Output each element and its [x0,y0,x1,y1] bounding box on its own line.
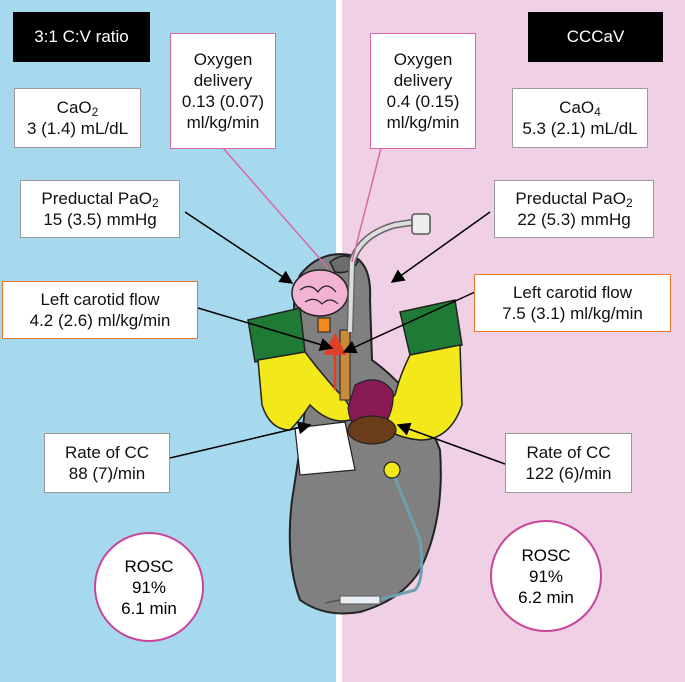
rate-cc-right: Rate of CC 122 (6)/min [505,433,632,493]
oxygen-delivery-right: Oxygen delivery 0.4 (0.15) ml/kg/min [370,33,476,149]
arrow-preductal-right [390,211,491,283]
trachea [339,329,351,401]
preductal-pao2-left: Preductal PaO2 15 (3.5) mmHg [20,180,180,238]
preductal-pao2-right: Preductal PaO2 22 (5.3) mmHg [494,180,654,238]
umbilical-port [383,461,401,479]
oxygen-delivery-value: 0.13 (0.07) [181,92,265,111]
rate-cc-label: Rate of CC [64,443,150,462]
rate-cc-label: Rate of CC [526,443,611,462]
oxygen-delivery-line: Oxygen [193,50,253,69]
preductal-label: Preductal PaO2 [515,189,633,210]
preductal-value: 15 (3.5) mmHg [43,210,157,229]
carotid-flow-left: Left carotid flow 4.2 (2.6) ml/kg/min [2,281,198,339]
carotid-label: Left carotid flow [40,290,160,309]
rosc-label: ROSC [124,556,174,576]
arrow-carotid-left [197,307,334,352]
cao-right: CaO4 5.3 (2.1) mL/dL [512,88,648,148]
arrow-carotid-right [342,291,476,354]
oxygen-delivery-value: 0.4 (0.15) [386,92,460,111]
oxygen-delivery-line: delivery [393,71,453,90]
rosc-percent: 91% [131,577,167,597]
carotid-flow-right: Left carotid flow 7.5 (3.1) ml/kg/min [474,274,671,332]
cao2-label: CaO2 [56,98,99,119]
oxygen-leader-right [351,139,384,263]
oxygen-delivery-line: Oxygen [393,50,453,69]
left-condition-tag: 3:1 C:V ratio [13,12,150,62]
cao2-left: CaO2 3 (1.4) mL/dL [14,88,141,148]
arrow-rate-left [169,421,312,459]
tube-connector [411,213,431,235]
rosc-time: 6.2 min [518,587,574,607]
carotid-label: Left carotid flow [512,283,633,302]
right-condition-tag: CCCaV [528,12,663,62]
arrow-preductal-left [184,211,294,284]
rate-cc-left: Rate of CC 88 (7)/min [44,433,170,493]
syringe [339,595,381,605]
chest-patch [294,421,356,476]
liver [347,415,397,445]
oxygen-leader-left [222,147,329,269]
left-glove [257,351,352,431]
carotid-value: 4.2 (2.6) ml/kg/min [29,311,171,330]
oxygen-delivery-unit: ml/kg/min [186,113,260,132]
preductal-label: Preductal PaO2 [41,189,159,210]
umbilical-catheter [377,477,424,602]
rosc-time: 6.1 min [121,598,177,618]
rate-cc-value: 122 (6)/min [525,464,612,483]
rosc-label: ROSC [521,545,571,565]
oxygen-delivery-line: delivery [193,71,253,90]
rosc-left: ROSC 91% 6.1 min [94,532,204,642]
oxygen-delivery-left: Oxygen delivery 0.13 (0.07) ml/kg/min [170,33,276,149]
rate-cc-value: 88 (7)/min [68,464,146,483]
cao2-value: 3 (1.4) mL/dL [26,119,129,138]
right-cuff [399,299,463,356]
arrow-rate-right [396,422,506,465]
carotid-value: 7.5 (3.1) ml/kg/min [502,304,643,323]
cao-label: CaO4 [559,98,601,119]
rosc-right: ROSC 91% 6.2 min [490,520,602,632]
flow-probe [317,317,331,333]
oxygen-delivery-unit: ml/kg/min [386,113,460,132]
cao-value: 5.3 (2.1) mL/dL [522,119,638,138]
preductal-value: 22 (5.3) mmHg [517,210,631,229]
rosc-percent: 91% [528,566,564,586]
